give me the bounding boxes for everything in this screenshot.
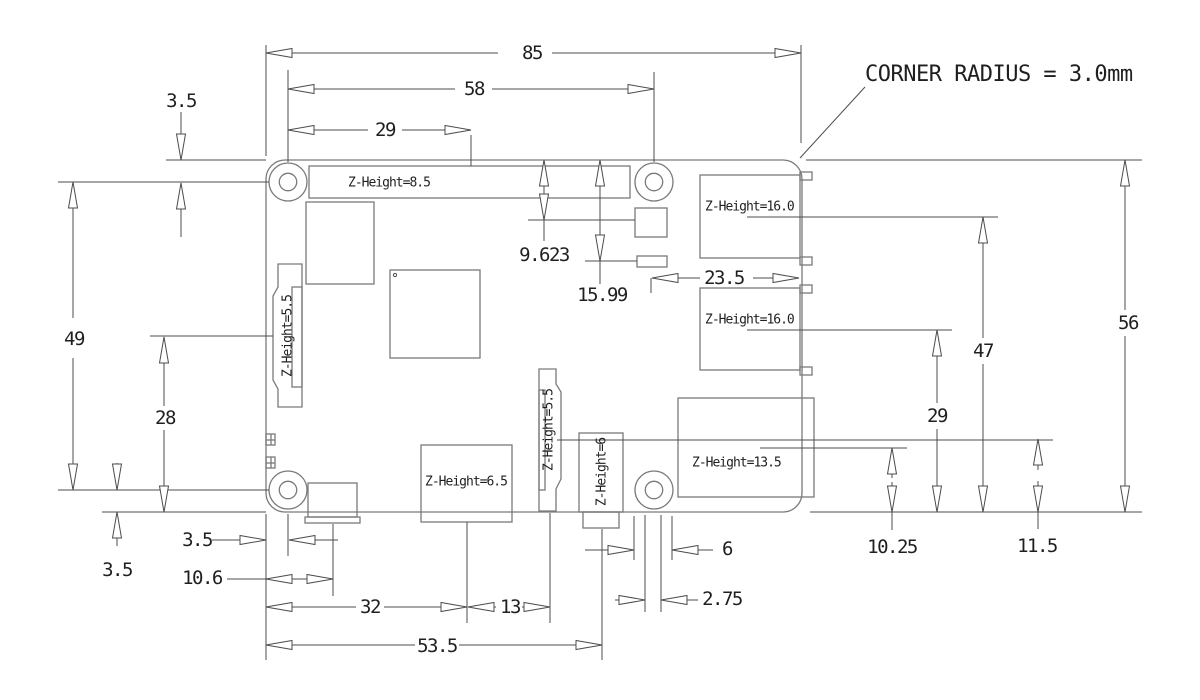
ethernet-z-height-label: Z-Height=16.0	[705, 200, 794, 215]
dim-board-height: 56	[1118, 312, 1139, 334]
corner-radius-leader	[799, 86, 866, 159]
mounting-hole-top-left	[268, 162, 308, 202]
small-part-1	[634, 207, 668, 238]
camera-connector	[538, 368, 562, 512]
gpio-z-height-label: Z-Height=8.5	[348, 176, 430, 191]
mounting-hole-bottom-right	[634, 470, 674, 510]
dim-hdmi-to-camera: 13	[500, 596, 521, 618]
usb-lower-z-height-label: Z-Height=13.5	[692, 456, 781, 471]
audio-jack	[578, 432, 624, 529]
soc-chip	[389, 269, 481, 359]
dim-audio-ref: 11.5	[1017, 535, 1057, 557]
dim-hdmi-center: 32	[360, 596, 380, 618]
hdmi-z-height-label: Z-Height=6.5	[425, 475, 507, 490]
dim-usb-lower-ref: 10.25	[867, 536, 917, 558]
dim-left-edge-to-hole: 3.5	[182, 529, 212, 551]
dim-part2-offset: 15.99	[577, 284, 628, 306]
labels: CORNER RADIUS = 3.0mm 85 58 29 3.5 49 28…	[64, 42, 1140, 657]
dim-display-center: 28	[155, 407, 176, 429]
dim-ethernet-center: 47	[973, 340, 994, 362]
power-usb-connector	[304, 482, 361, 524]
dim-part1-offset: 9.623	[519, 244, 570, 266]
dim-board-width: 85	[522, 42, 542, 64]
dim-audio-center: 53.5	[417, 635, 457, 657]
dim-hole-to-bottom: 3.5	[102, 559, 132, 581]
dim-power-usb-center: 10.6	[182, 567, 223, 589]
camera-z-height-label: Z-Height=5.5	[542, 389, 557, 471]
dimension-lines	[67, 47, 1131, 651]
corner-radius-note: CORNER RADIUS = 3.0mm	[865, 62, 1133, 87]
small-part-2	[636, 255, 668, 268]
dim-top-edge-to-hole: 3.5	[166, 90, 196, 112]
pin1-marker	[392, 272, 398, 278]
usb-upper-z-height-label: Z-Height=16.0	[705, 313, 794, 328]
audio-z-height-label: Z-Height=6	[595, 438, 610, 506]
mounting-hole-bottom-left	[268, 470, 308, 510]
dim-pad-width: 6	[722, 538, 733, 560]
mounting-hole-top-right	[634, 162, 674, 202]
dim-hole-spacing-h: 58	[464, 78, 485, 100]
dim-hole-spacing-v: 49	[64, 328, 85, 350]
dim-usb-center: 29	[927, 405, 948, 427]
status-led-2	[265, 456, 276, 469]
display-connector	[272, 263, 303, 408]
display-z-height-label: Z-Height=5.5	[281, 295, 296, 377]
ethernet-jack	[699, 171, 813, 266]
component-block	[305, 201, 375, 285]
status-led-1	[265, 433, 276, 446]
gpio-header	[308, 165, 631, 199]
usb-upper-stack	[699, 284, 813, 376]
dim-hole-to-right-edge: 23.5	[704, 267, 744, 289]
dim-hole-to-center: 29	[375, 119, 396, 141]
dim-hole-diameter: 2.75	[702, 588, 742, 610]
